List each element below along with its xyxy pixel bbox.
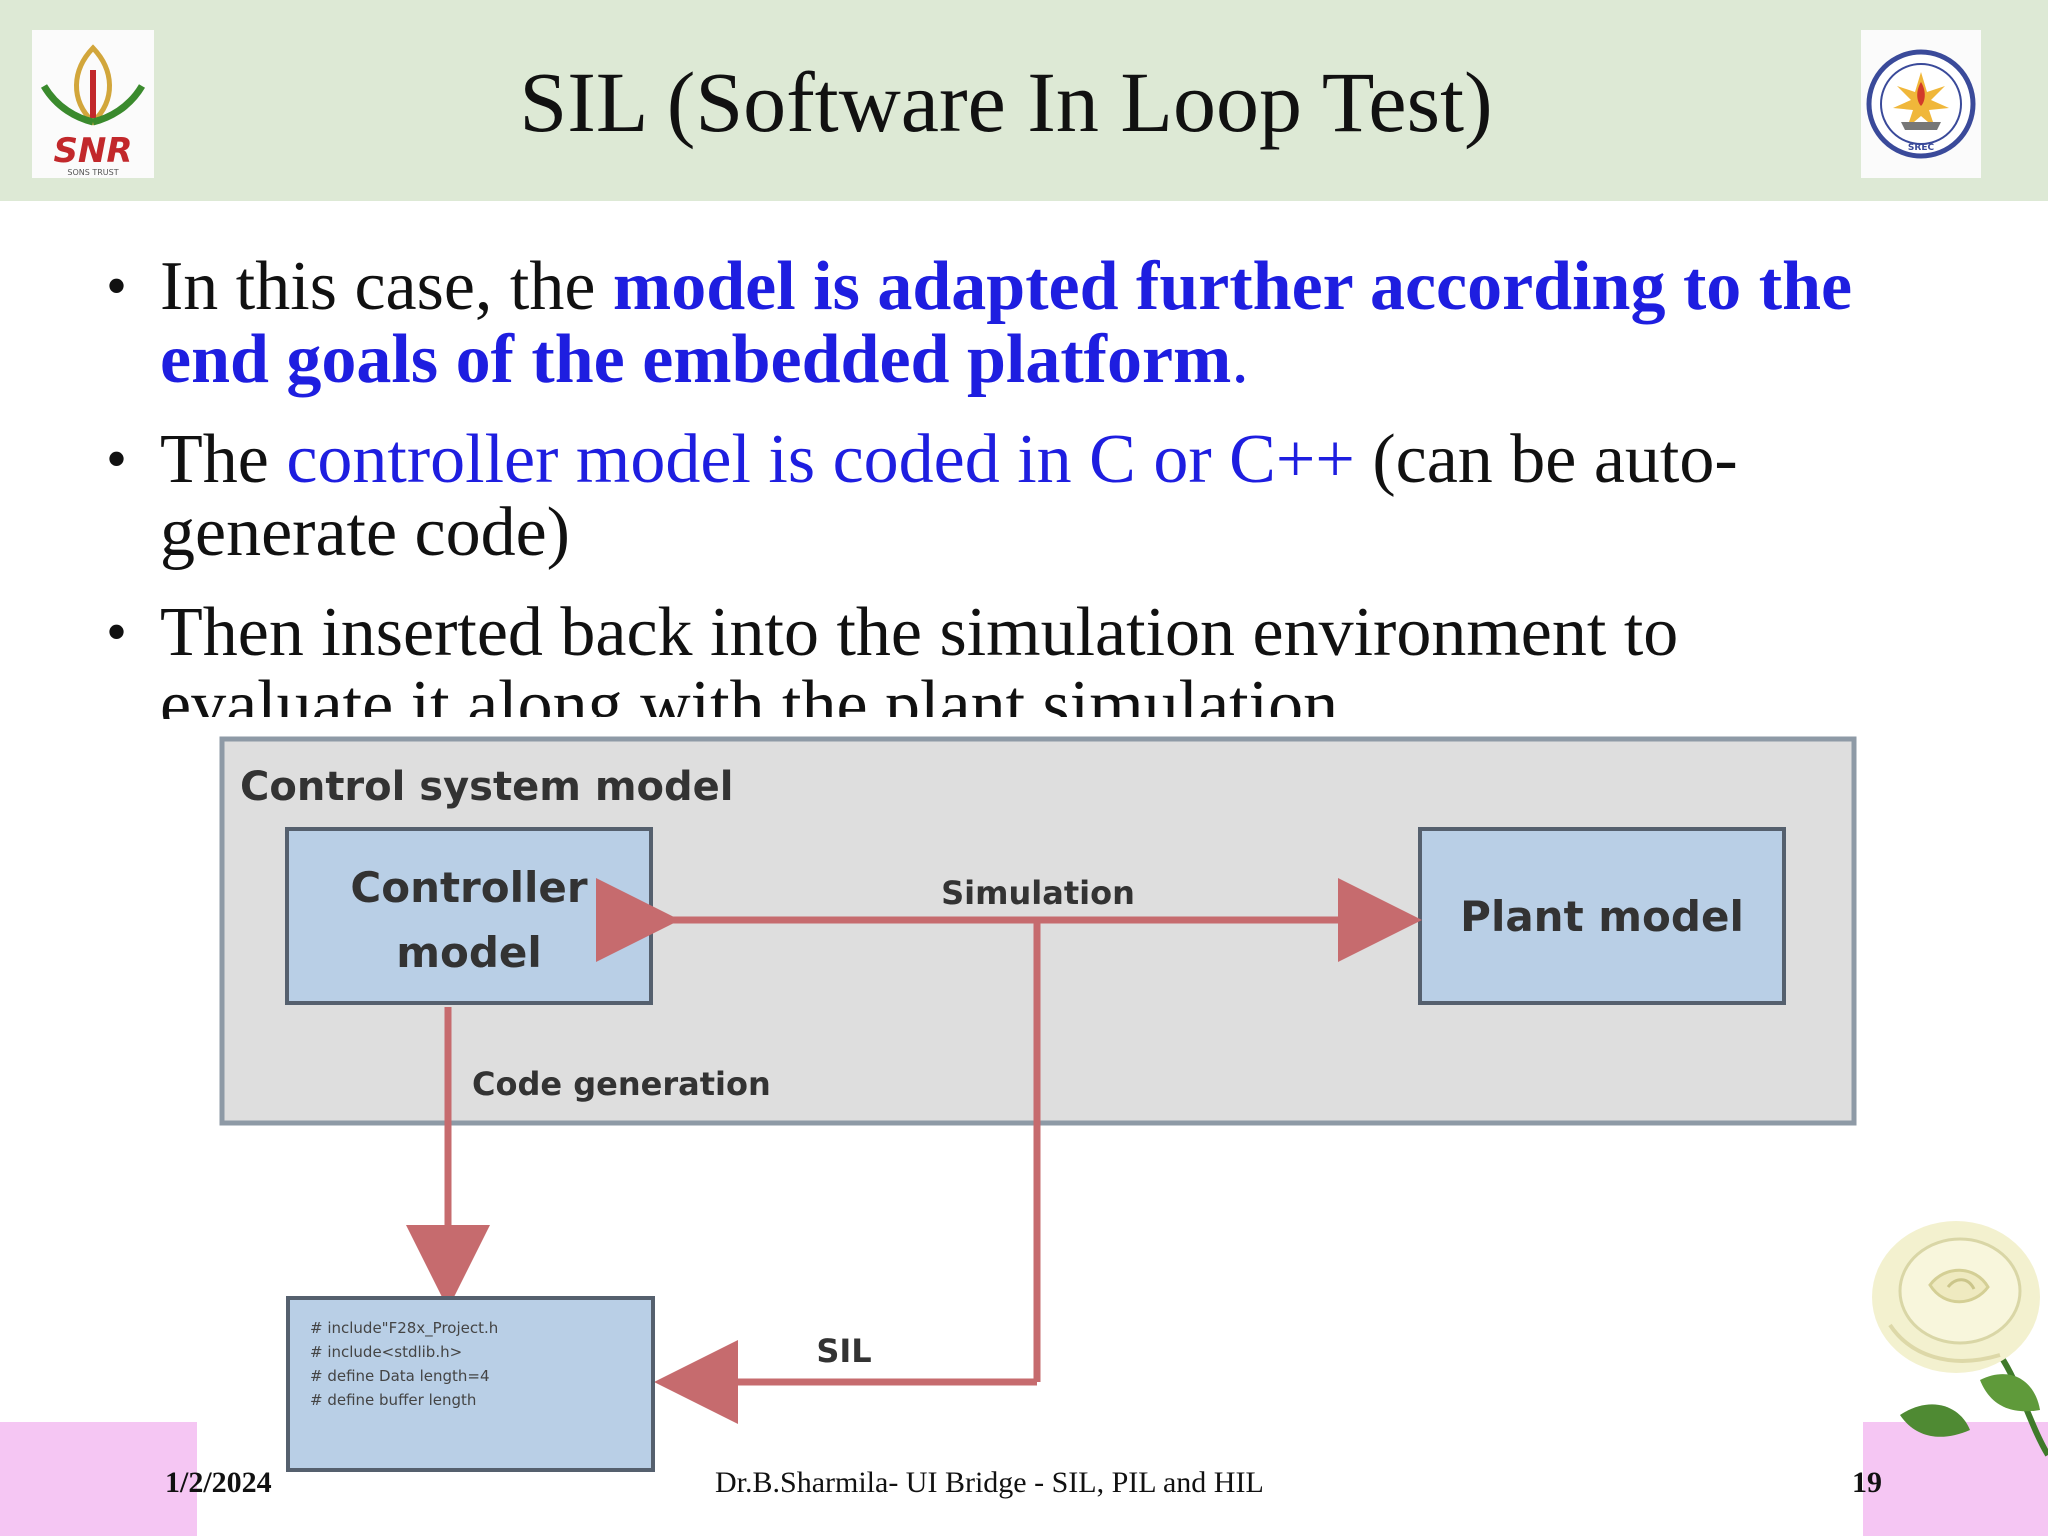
snr-logo-subtext: SONS TRUST xyxy=(67,168,118,177)
code-line: # include"F28x_Project.h xyxy=(310,1319,498,1338)
bullet-list: •In this case, the model is adapted furt… xyxy=(106,250,1906,746)
bullet-tail: . xyxy=(1231,321,1249,398)
footer-title: Dr.B.Sharmila- UI Bridge - SIL, PIL and … xyxy=(715,1466,1264,1500)
slide-title: SIL (Software In Loop Test) xyxy=(0,52,2012,152)
bullet-text: Then inserted back into the simulation e… xyxy=(160,594,1678,671)
bullet-item: •In this case, the model is adapted furt… xyxy=(106,250,1906,396)
code-generation-label: Code generation xyxy=(472,1065,771,1103)
footer-date: 1/2/2024 xyxy=(165,1466,272,1500)
simulation-label: Simulation xyxy=(941,874,1135,912)
bullet-clipped-line: evaluate it along with the plant simulat… xyxy=(160,669,1906,719)
bullet-marker: • xyxy=(106,596,127,669)
control-system-label: Control system model xyxy=(240,764,733,810)
code-line: # define Data length=4 xyxy=(310,1367,490,1385)
sil-label: SIL xyxy=(816,1332,871,1370)
bullet-item: • The controller model is coded in C or C… xyxy=(106,423,1906,569)
bullet-tail-line2: generate code) xyxy=(160,494,570,571)
code-line: # define buffer length xyxy=(310,1391,476,1409)
controller-label-line2: model xyxy=(396,928,542,977)
bullet-marker: • xyxy=(106,423,127,496)
bullet-text: In this case, the xyxy=(160,248,613,325)
bullet-marker: • xyxy=(106,250,127,323)
plant-model-label: Plant model xyxy=(1460,892,1744,941)
bullet-text: The xyxy=(160,421,286,498)
bullet-highlight: controller model is coded in C or C++ xyxy=(286,421,1355,498)
srec-seal-logo: SREC xyxy=(1861,30,1981,178)
srec-seal-text: SREC xyxy=(1908,143,1935,153)
bullet-tail: (can be auto- xyxy=(1355,421,1738,498)
code-line: # include<stdlib.h> xyxy=(310,1343,462,1361)
slide-number: 19 xyxy=(1852,1466,1882,1500)
bullet-text-line2: evaluate it along with the plant simulat… xyxy=(160,669,1338,719)
controller-label-line1: Controller xyxy=(350,863,588,912)
bullet-item: • Then inserted back into the simulation … xyxy=(106,596,1906,719)
white-rose-image xyxy=(1860,1205,2048,1470)
sil-diagram: Control system model Controller model Pl… xyxy=(198,717,1863,1477)
